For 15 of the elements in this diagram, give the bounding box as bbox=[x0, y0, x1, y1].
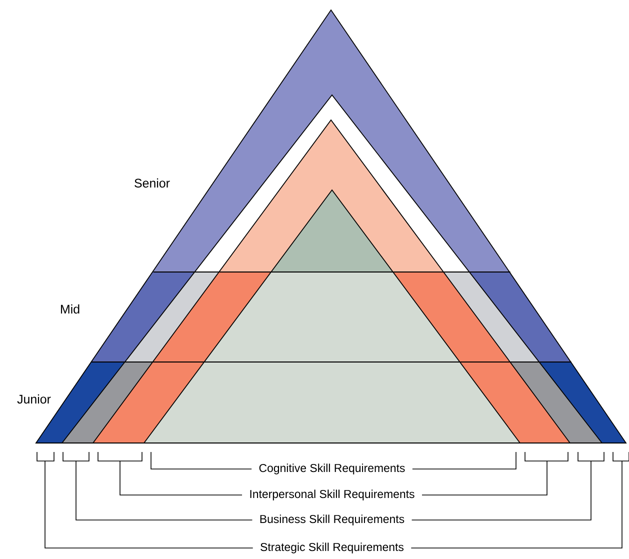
level-label: Senior bbox=[134, 178, 170, 188]
leader-line bbox=[62, 452, 253, 520]
leader-line bbox=[412, 452, 516, 470]
level-label: Mid bbox=[61, 304, 80, 314]
leader-line bbox=[410, 452, 629, 548]
skill-label: Cognitive Skill Requirements bbox=[259, 464, 405, 474]
leader-line bbox=[98, 452, 242, 496]
skill-label: Interpersonal Skill Requirements bbox=[250, 490, 414, 500]
leader-line bbox=[36, 452, 254, 548]
leader-line bbox=[150, 452, 252, 470]
level-label: Junior bbox=[17, 394, 51, 404]
leader-line bbox=[411, 452, 604, 520]
leader-line bbox=[422, 452, 568, 496]
skill-label: Business Skill Requirements bbox=[260, 514, 404, 526]
skill-label: Strategic Skill Requirements bbox=[260, 542, 404, 554]
